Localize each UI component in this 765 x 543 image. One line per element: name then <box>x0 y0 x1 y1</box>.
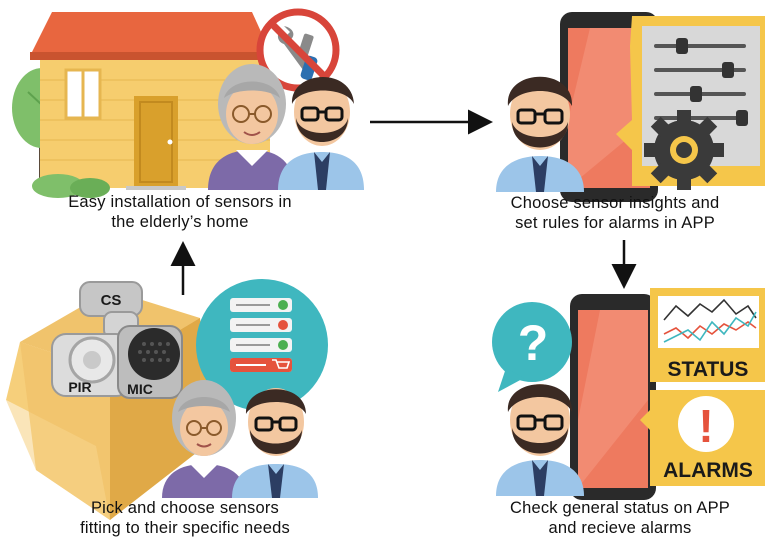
phone-icon <box>570 294 656 500</box>
young-man-figure <box>278 76 364 190</box>
alarms-label: ALARMS <box>663 459 753 482</box>
status-panel: STATUS <box>650 288 765 382</box>
caption-monitor: Check general status on APP and recieve … <box>480 498 760 538</box>
pick-scene: CS PIR MIC <box>6 279 328 520</box>
sensor-mic: MIC <box>117 325 183 399</box>
caption-configure: Choose sensor insights and set rules for… <box>470 193 760 233</box>
caption-configure-line-1: Choose sensor insights and <box>510 194 720 212</box>
question-icon: ? <box>492 302 572 392</box>
gear-icon <box>644 110 724 190</box>
monitor-scene: ? STATUS ! ALARMS <box>492 288 765 500</box>
young-man-figure <box>496 384 584 496</box>
sensor-label-mic: MIC <box>127 381 153 397</box>
house-scene <box>12 8 364 198</box>
alarms-panel: ! ALARMS <box>640 390 765 486</box>
no-tools-icon <box>256 8 340 92</box>
line-chart-icon <box>663 298 757 343</box>
sensor-pir: PIR <box>51 333 131 397</box>
cart-icon <box>230 358 292 372</box>
caption-pick-line-1: Pick and choose sensors <box>90 499 280 517</box>
svg-text:!: ! <box>698 400 713 452</box>
sensor-label-cs: CS <box>101 292 122 309</box>
elderly-woman-figure <box>208 64 294 190</box>
young-man-figure <box>496 76 584 192</box>
caption-install: Easy installation of sensors in the elde… <box>10 192 350 232</box>
caption-pick-line-2: fitting to their specific needs <box>80 519 290 537</box>
alert-icon: ! <box>698 400 713 452</box>
caption-install-line-2: the elderly’s home <box>111 213 249 231</box>
caption-pick: Pick and choose sensors fitting to their… <box>30 498 340 538</box>
checklist-icon <box>196 279 328 411</box>
young-man-figure <box>232 388 318 498</box>
caption-monitor-line-2: and recieve alarms <box>548 519 692 537</box>
elderly-woman-figure <box>162 380 246 498</box>
caption-configure-line-2: set rules for alarms in APP <box>515 214 715 232</box>
svg-text:?: ? <box>518 315 549 371</box>
caption-monitor-line-1: Check general status on APP <box>509 499 731 517</box>
status-label: STATUS <box>668 358 749 381</box>
sensor-label-pir: PIR <box>68 379 91 395</box>
configure-scene <box>496 12 765 202</box>
caption-install-line-1: Easy installation of sensors in <box>68 193 292 211</box>
